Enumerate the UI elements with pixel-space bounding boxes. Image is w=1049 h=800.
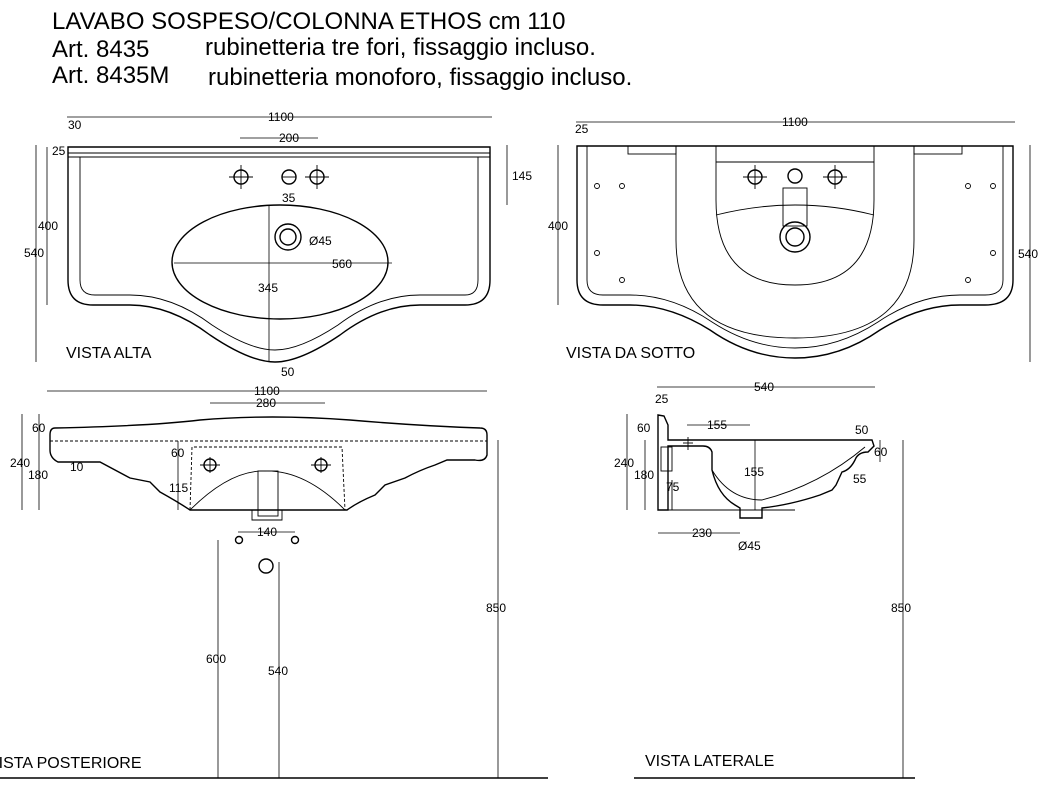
dim-height-body: 180 bbox=[28, 468, 48, 482]
dim-edge: 25 bbox=[575, 122, 589, 136]
dim-rim: 25 bbox=[52, 144, 66, 158]
dim-hole: 35 bbox=[282, 191, 296, 205]
dim-height-total: 240 bbox=[10, 456, 30, 470]
top-view: 1100 30 25 200 145 35 400 540 Ø45 560 34… bbox=[24, 110, 532, 379]
dim-inner-top: 60 bbox=[171, 446, 185, 460]
dim-total-height: 850 bbox=[486, 601, 506, 615]
dim-front-top: 50 bbox=[855, 423, 869, 437]
dim-rim: 60 bbox=[32, 421, 46, 435]
drawing-title: LAVABO SOSPESO/COLONNA ETHOS cm 110 bbox=[52, 8, 566, 35]
dim-tap-dist: 155 bbox=[707, 418, 727, 432]
dim-center: 280 bbox=[256, 396, 276, 410]
bottom-view: 1100 25 400 540 VISTA DA SOTTO bbox=[548, 115, 1038, 362]
tap-hole-icon bbox=[743, 165, 767, 189]
dim-rim: 60 bbox=[637, 421, 651, 435]
dim-taps: 200 bbox=[279, 131, 299, 145]
dim-inner-height: 115 bbox=[169, 481, 188, 495]
dim-front-rim: 60 bbox=[874, 445, 888, 459]
tap-hole-icon bbox=[305, 165, 329, 189]
view-label: VISTA LATERALE bbox=[645, 753, 774, 770]
rear-view: 1100 280 60 240 180 10 60 115 140 600 54… bbox=[0, 384, 548, 779]
dim-bowl-width: 560 bbox=[332, 257, 352, 271]
dim-height-body: 180 bbox=[634, 468, 654, 482]
dim-lip: 10 bbox=[70, 460, 84, 474]
dim-holes: 140 bbox=[257, 525, 277, 539]
side-view: 540 25 60 240 180 155 155 50 60 55 75 23… bbox=[614, 380, 915, 779]
dim-pedestal-holes: 600 bbox=[206, 652, 226, 666]
dim-depth-inner: 400 bbox=[38, 219, 58, 233]
tap-hole-icon bbox=[200, 457, 220, 473]
dim-drain: Ø45 bbox=[309, 234, 332, 248]
dim-drain-height: 540 bbox=[268, 664, 288, 678]
dim-depth: 540 bbox=[754, 380, 774, 394]
view-label: VISTA POSTERIORE bbox=[0, 755, 142, 772]
dim-width: 1100 bbox=[268, 110, 294, 124]
tap-hole-icon bbox=[281, 169, 297, 185]
dim-back: 75 bbox=[666, 480, 680, 494]
article-8435m-code: Art. 8435M bbox=[52, 62, 170, 89]
view-label: VISTA ALTA bbox=[66, 345, 152, 362]
dim-front-body: 55 bbox=[853, 472, 867, 486]
dim-width: 1100 bbox=[254, 384, 280, 398]
article-8435-description: rubinetteria tre fori, fissaggio incluso… bbox=[205, 34, 596, 61]
dim-bowl-depth: 345 bbox=[258, 281, 278, 295]
dim-edge: 30 bbox=[68, 118, 82, 132]
dim-tap-offset: 145 bbox=[512, 169, 532, 183]
dim-width: 1100 bbox=[782, 115, 808, 129]
dim-drain-pos: 230 bbox=[692, 526, 712, 540]
dim-front: 50 bbox=[281, 365, 295, 379]
fixing-point-icons bbox=[594, 183, 996, 283]
dim-height-total: 240 bbox=[614, 456, 634, 470]
dim-depth-total: 540 bbox=[24, 246, 44, 260]
tap-hole-icon bbox=[311, 457, 331, 473]
view-label: VISTA DA SOTTO bbox=[566, 345, 695, 362]
dim-wall: 25 bbox=[655, 392, 669, 406]
dim-depth-total: 540 bbox=[1018, 247, 1038, 261]
dim-total-height: 850 bbox=[891, 601, 911, 615]
article-8435m-description: rubinetteria monoforo, fissaggio incluso… bbox=[208, 64, 633, 91]
dim-depth-inner: 400 bbox=[548, 219, 568, 233]
article-8435-code: Art. 8435 bbox=[52, 36, 150, 63]
dim-drain: Ø45 bbox=[738, 539, 761, 553]
tap-hole-icon bbox=[229, 165, 253, 189]
dim-bowl-depth: 155 bbox=[744, 465, 764, 479]
tap-hole-icon bbox=[823, 165, 847, 189]
